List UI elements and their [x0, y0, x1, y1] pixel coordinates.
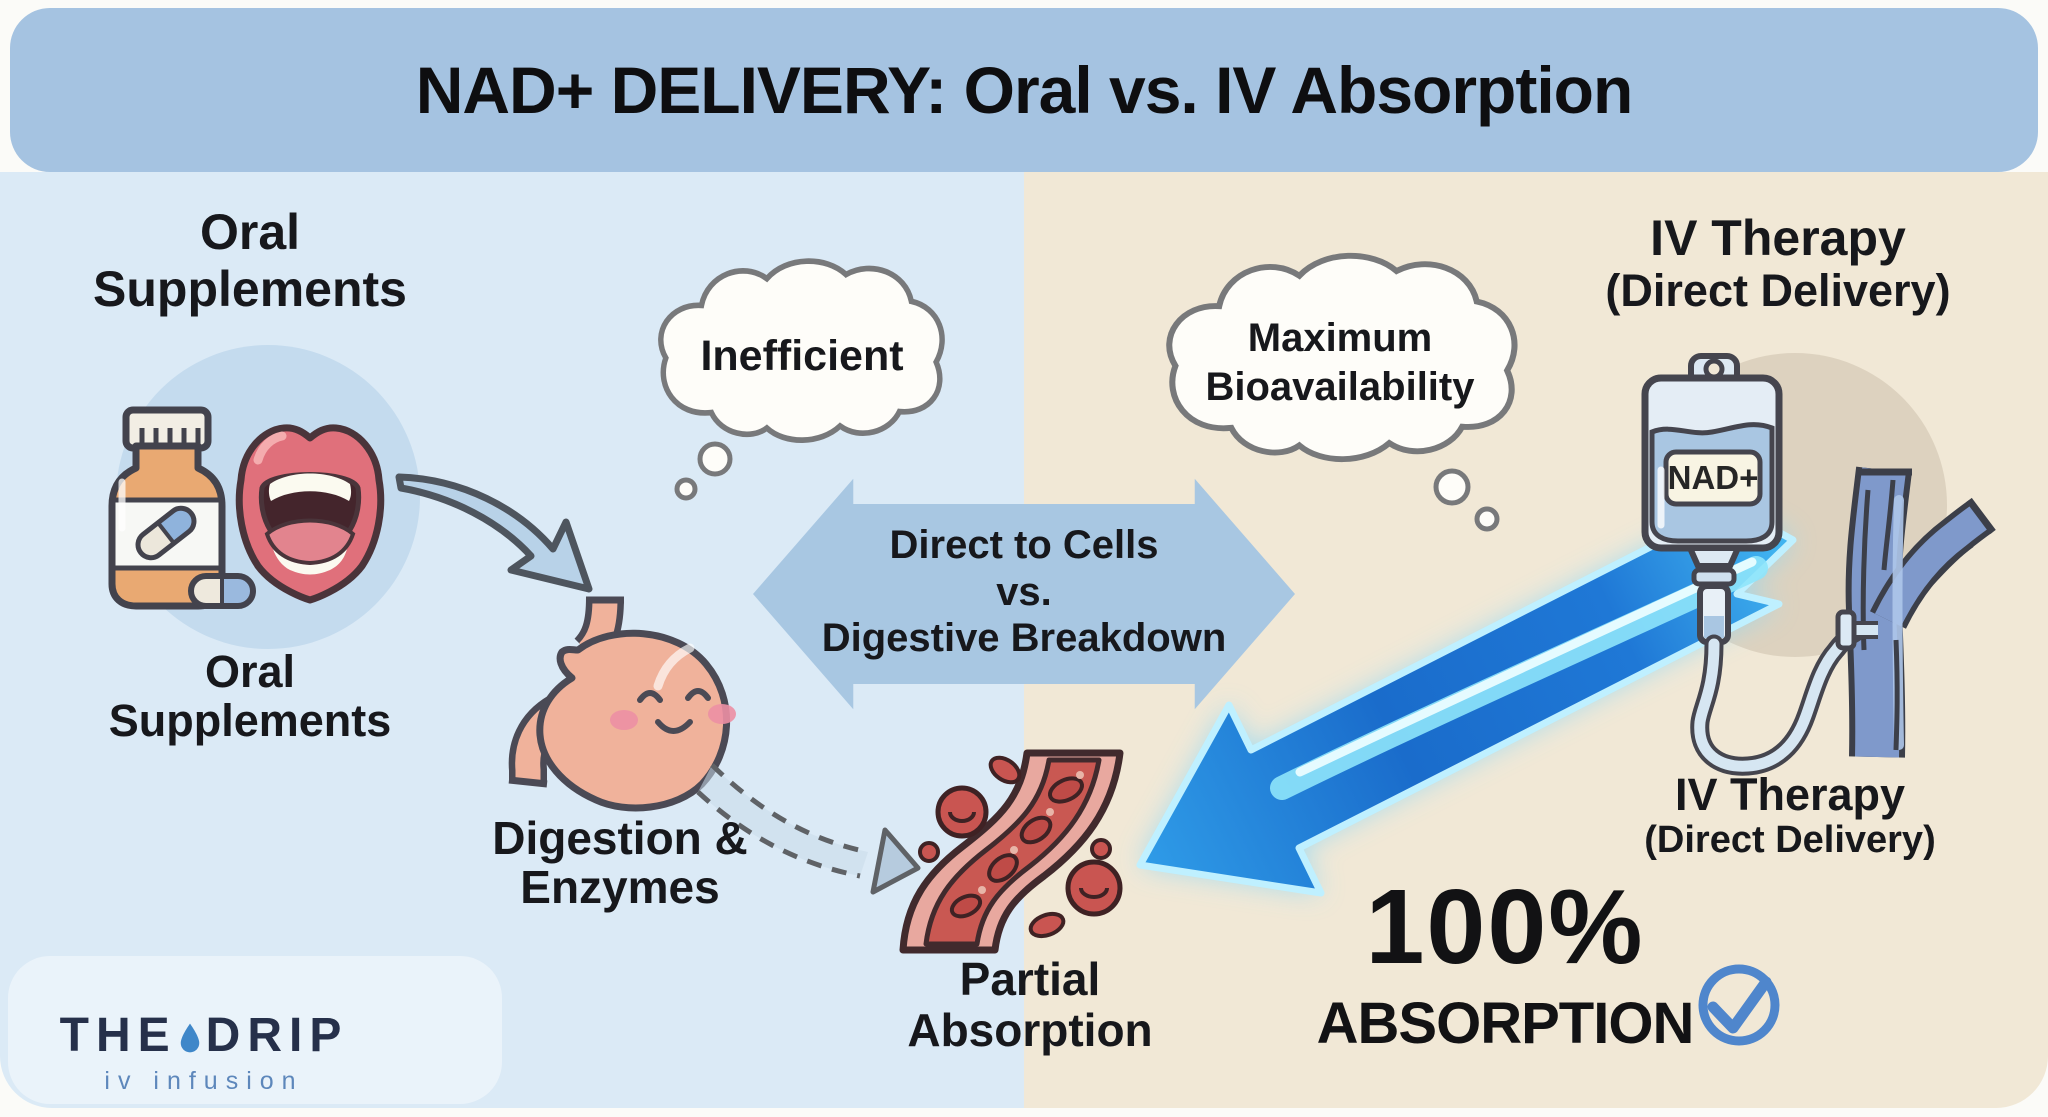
title-banner: NAD+ DELIVERY: Oral vs. IV Absorption — [10, 8, 2038, 172]
absorption-label: ABSORPTION — [1316, 991, 1695, 1056]
nad-bag-label: NAD+ — [1667, 459, 1759, 496]
blood-vessel-icon — [899, 749, 1124, 954]
mouth-to-stomach-arrow-icon — [395, 473, 593, 593]
mouth-icon — [235, 424, 385, 604]
logo-tagline: iv infusion — [104, 1067, 304, 1095]
thought-cloud-bioavailability — [1169, 256, 1514, 532]
inefficient-thought-text: Inefficient — [700, 332, 904, 380]
logo-the: THE — [59, 1009, 177, 1062]
logo-badge — [8, 956, 502, 1104]
digestion-caption: Digestion & Enzymes — [492, 812, 748, 913]
comparison-arrow: Direct to Cells vs. Digestive Breakdown — [753, 478, 1295, 710]
iv-heading: IV Therapy (Direct Delivery) — [1605, 210, 1951, 316]
iv-therapy-caption: IV Therapy (Direct Delivery) — [1644, 769, 1936, 861]
checkmark-icon — [1698, 964, 1780, 1046]
iv-glow-arrow-icon — [1136, 502, 1797, 897]
thought-cloud-inefficient — [661, 261, 942, 501]
red-blood-cells-icon — [918, 755, 1123, 939]
absorption-value: 100% — [1365, 868, 1645, 986]
pill-bottle-icon — [108, 406, 226, 610]
oral-supplements-caption: Oral Supplements — [108, 646, 392, 746]
bioavailability-thought-text: Maximum Bioavailability — [1205, 316, 1475, 409]
logo-drip: DRIP — [205, 1009, 349, 1062]
iv-bag-icon — [1641, 353, 1878, 776]
brand-logo: THE DRIP iv infusion — [44, 1008, 364, 1096]
stomach-icon — [508, 596, 736, 812]
absorption-stat: 100% ABSORPTION — [1280, 874, 1730, 1057]
dashed-arrow-icon — [696, 763, 921, 895]
page-title: NAD+ DELIVERY: Oral vs. IV Absorption — [415, 53, 1634, 127]
partial-absorption-caption: Partial Absorption — [907, 953, 1153, 1056]
water-drop-icon — [180, 1023, 199, 1052]
capsule-icon — [188, 573, 256, 609]
oral-heading: Oral Supplements — [93, 204, 407, 317]
